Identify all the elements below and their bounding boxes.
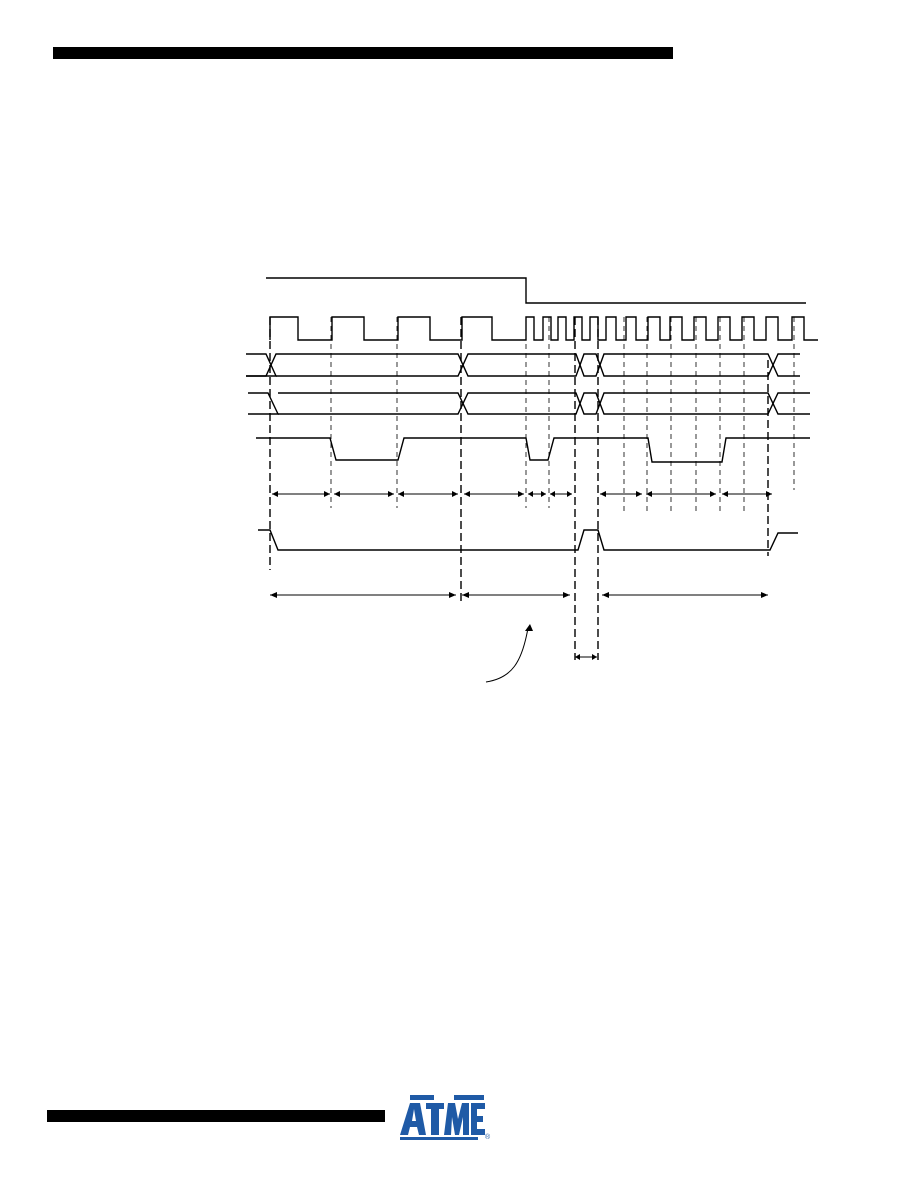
footer-rule [47, 1110, 385, 1122]
select-signal-waveform [258, 529, 798, 551]
bus-signal-b [248, 392, 810, 415]
phase-arrowheads [270, 592, 768, 660]
callout-arrow [485, 627, 529, 683]
phase-boundary-markers [269, 317, 769, 660]
atmel-logo: ® [400, 1095, 491, 1141]
clock-signal-waveform [269, 316, 818, 341]
phase-intervals [270, 594, 768, 658]
registered-mark: ® [485, 1133, 491, 1141]
timing-arrowheads-row [272, 491, 772, 497]
header-rule [53, 47, 673, 59]
strobe-signal-waveform [256, 437, 810, 463]
callout-arrowhead [525, 624, 533, 631]
bus-signal-a [246, 353, 800, 377]
mode-signal-waveform [266, 277, 806, 304]
clock-edge-markers [330, 317, 795, 512]
